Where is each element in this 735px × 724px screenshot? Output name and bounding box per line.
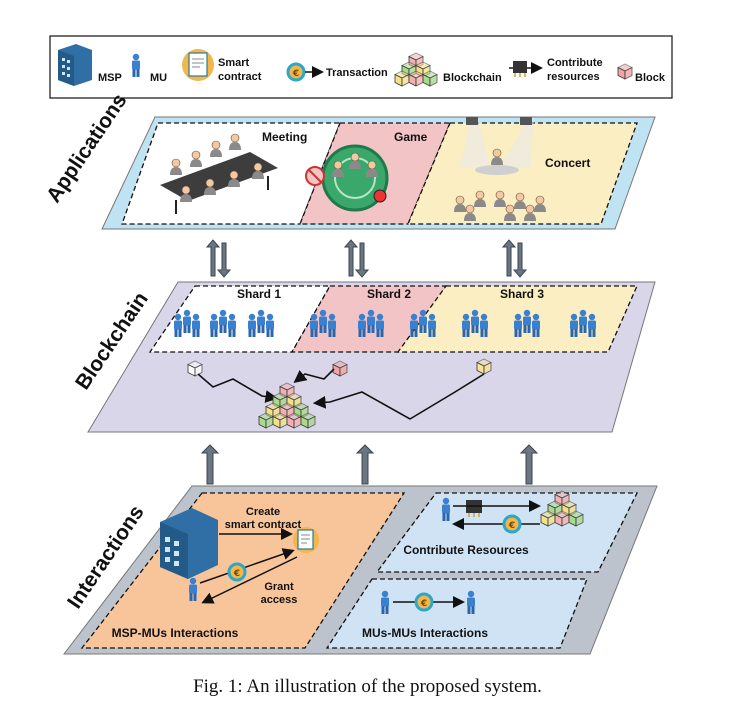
up-arrow-right — [519, 444, 539, 485]
shard1-chain-link — [197, 373, 279, 403]
meeting-table-icon — [160, 133, 278, 214]
app-chain-arrows — [205, 239, 528, 278]
transaction-coin-icon: € — [286, 62, 324, 82]
legend-smart-contract-line1: Smart — [218, 57, 250, 69]
up-arrow-left — [200, 444, 220, 485]
legend-transaction-label: Transaction — [326, 67, 388, 79]
block-icon — [617, 63, 633, 80]
blockchain-layer: Shard 1 Shard 2 Shard 3 — [87, 281, 656, 433]
up-arrow-middle — [355, 444, 375, 485]
grant-access-line1: Grant — [264, 581, 294, 593]
svg-text:€: € — [292, 69, 299, 79]
legend-smart-contract-line2: contract — [218, 71, 262, 83]
shard1-mus — [174, 309, 274, 337]
shard2-chain-link — [293, 368, 335, 383]
msp-mus-label: MSP-MUs Interactions — [112, 626, 239, 640]
interactions-layer: Create smart contract € Grant access MSP… — [62, 485, 658, 655]
msp-zone-coin-icon: € — [227, 562, 247, 582]
grant-access-arrow — [201, 556, 298, 604]
svg-text:€: € — [233, 569, 240, 579]
svg-text:€: € — [420, 599, 427, 609]
concert-label: Concert — [545, 156, 590, 170]
create-contract-line2: smart contract — [225, 519, 302, 531]
contribute-resources-label: Contribute Resources — [403, 543, 529, 557]
grant-access-line2: access — [261, 594, 298, 606]
legend-contribute-line1: Contribute — [547, 57, 603, 69]
svg-text:€: € — [508, 521, 515, 531]
resource-chip-icon — [466, 500, 482, 517]
legend-block-label: Block — [635, 72, 666, 84]
create-contract-line1: Create — [246, 506, 280, 518]
game-characters-icon — [305, 144, 389, 212]
contribute-coin-icon: € — [502, 514, 522, 534]
shard2-label: Shard 2 — [367, 287, 411, 301]
legend-contribute-line2: resources — [547, 71, 600, 83]
legend-blockchain-label: Blockchain — [443, 72, 502, 84]
mus-mus-zone — [325, 578, 588, 649]
concert-stage-icon — [453, 117, 547, 222]
mus-mus-label: MUs-MUs Interactions — [362, 626, 488, 640]
applications-layer-label: Applications — [42, 89, 132, 206]
applications-layer: Meeting Game Concert — [101, 116, 656, 230]
mus-zone-coin-icon: € — [414, 592, 434, 612]
mu-to-contract-arrow — [199, 548, 295, 584]
meeting-label: Meeting — [262, 130, 307, 144]
shard3-label: Shard 3 — [500, 287, 544, 301]
legend-mu-label: MU — [150, 72, 167, 84]
up-down-arrow-shard1 — [205, 239, 232, 278]
legend: MSP MU Smart contract € Transaction — [49, 35, 673, 99]
shard1-label: Shard 1 — [237, 287, 281, 301]
up-down-arrow-shard3 — [501, 239, 528, 278]
legend-frame — [49, 35, 673, 99]
shard1-block-icon — [187, 360, 203, 377]
shard2-block-icon — [332, 360, 348, 377]
game-label: Game — [394, 130, 428, 144]
interaction-up-arrows — [200, 444, 539, 485]
msp-building-icon — [58, 44, 92, 86]
legend-msp-label: MSP — [98, 72, 122, 84]
figure-caption: Fig. 1: An illustration of the proposed … — [193, 676, 542, 697]
shard3-block-icon — [476, 358, 492, 375]
msp-building-large-icon — [160, 508, 218, 579]
shard3-chain-link — [312, 373, 485, 420]
interaction-smart-contract-icon — [293, 527, 319, 553]
up-down-arrow-shard2 — [343, 239, 370, 278]
contribute-resources-icon — [509, 61, 543, 77]
smart-contract-icon — [182, 49, 214, 81]
